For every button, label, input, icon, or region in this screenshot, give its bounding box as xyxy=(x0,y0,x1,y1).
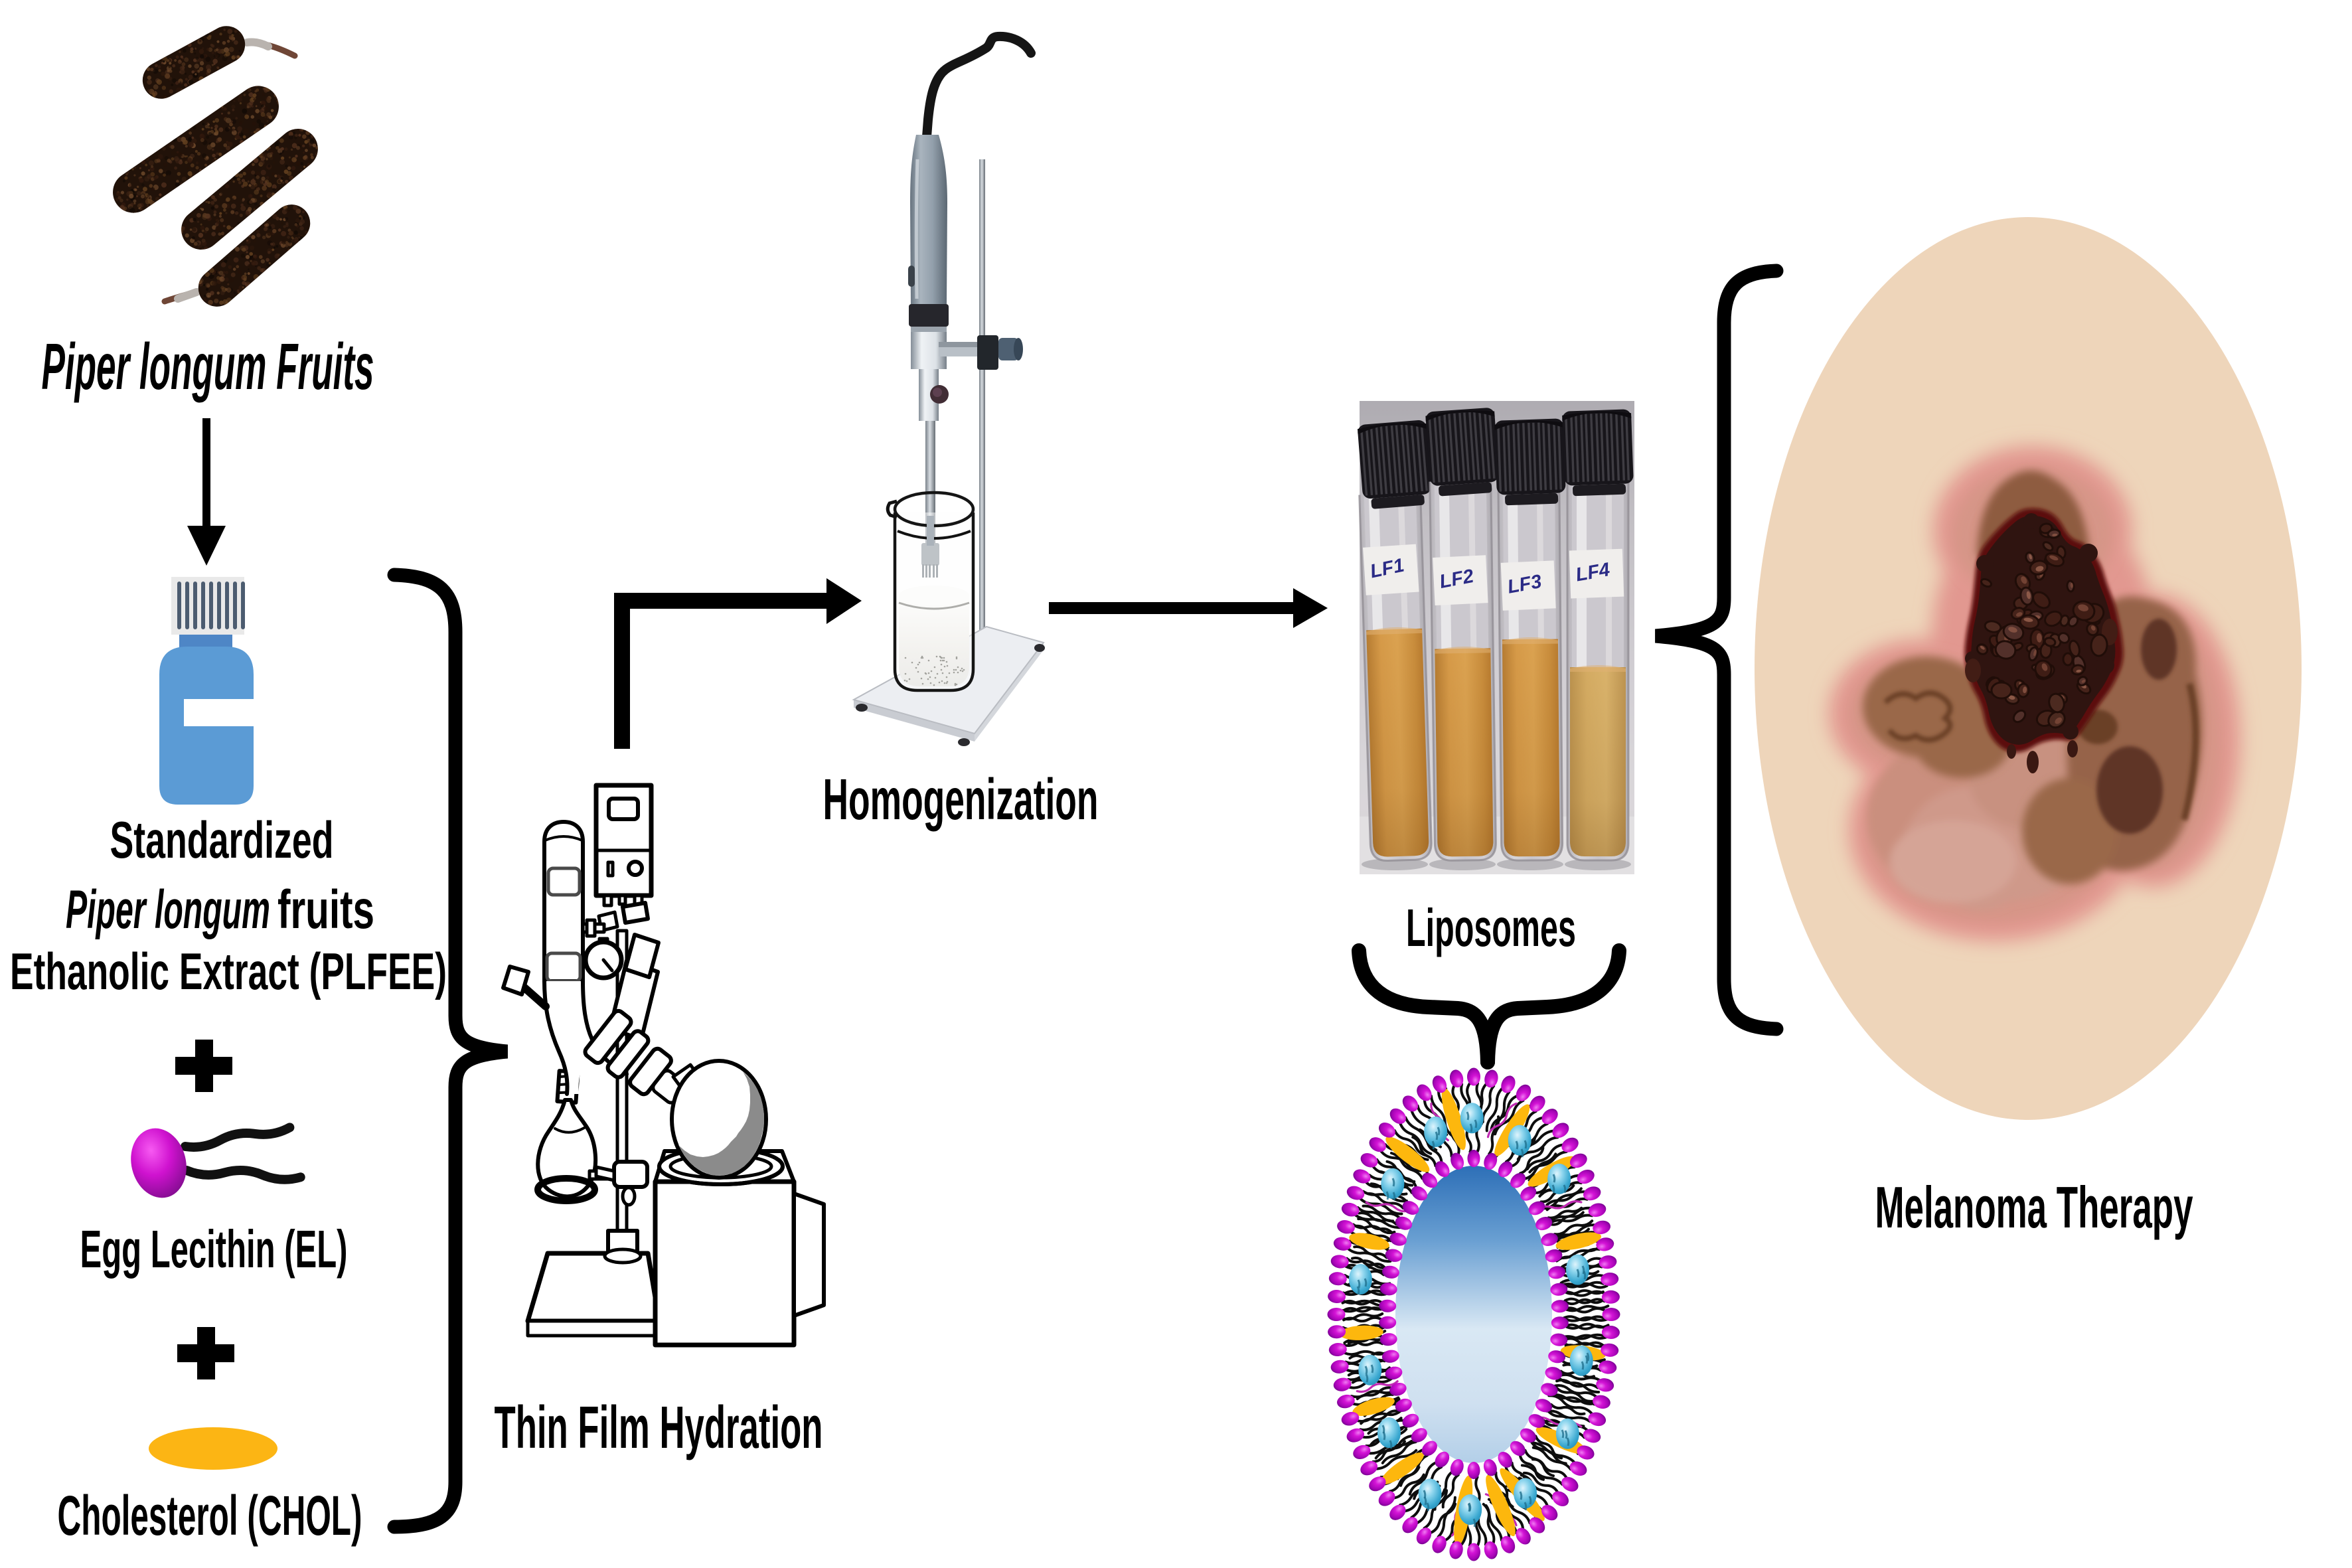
svg-text:Ethanolic Extract (PLFEE): Ethanolic Extract (PLFEE) xyxy=(10,942,447,1000)
svg-text:fruits: fruits xyxy=(277,880,374,940)
svg-text:Piper longum: Piper longum xyxy=(66,880,270,940)
svg-text:Egg Lecithin (EL): Egg Lecithin (EL) xyxy=(80,1219,348,1279)
svg-text:Standardized: Standardized xyxy=(110,811,334,869)
svg-text:Liposomes: Liposomes xyxy=(1406,898,1576,957)
svg-text:Homogenization: Homogenization xyxy=(823,767,1099,832)
svg-text:Thin Film Hydration: Thin Film Hydration xyxy=(495,1395,823,1461)
svg-text:Cholesterol (CHOL): Cholesterol (CHOL) xyxy=(58,1484,362,1547)
svg-text:Melanoma Therapy: Melanoma Therapy xyxy=(1875,1174,2193,1240)
svg-text:Piper longum Fruits: Piper longum Fruits xyxy=(42,330,374,403)
